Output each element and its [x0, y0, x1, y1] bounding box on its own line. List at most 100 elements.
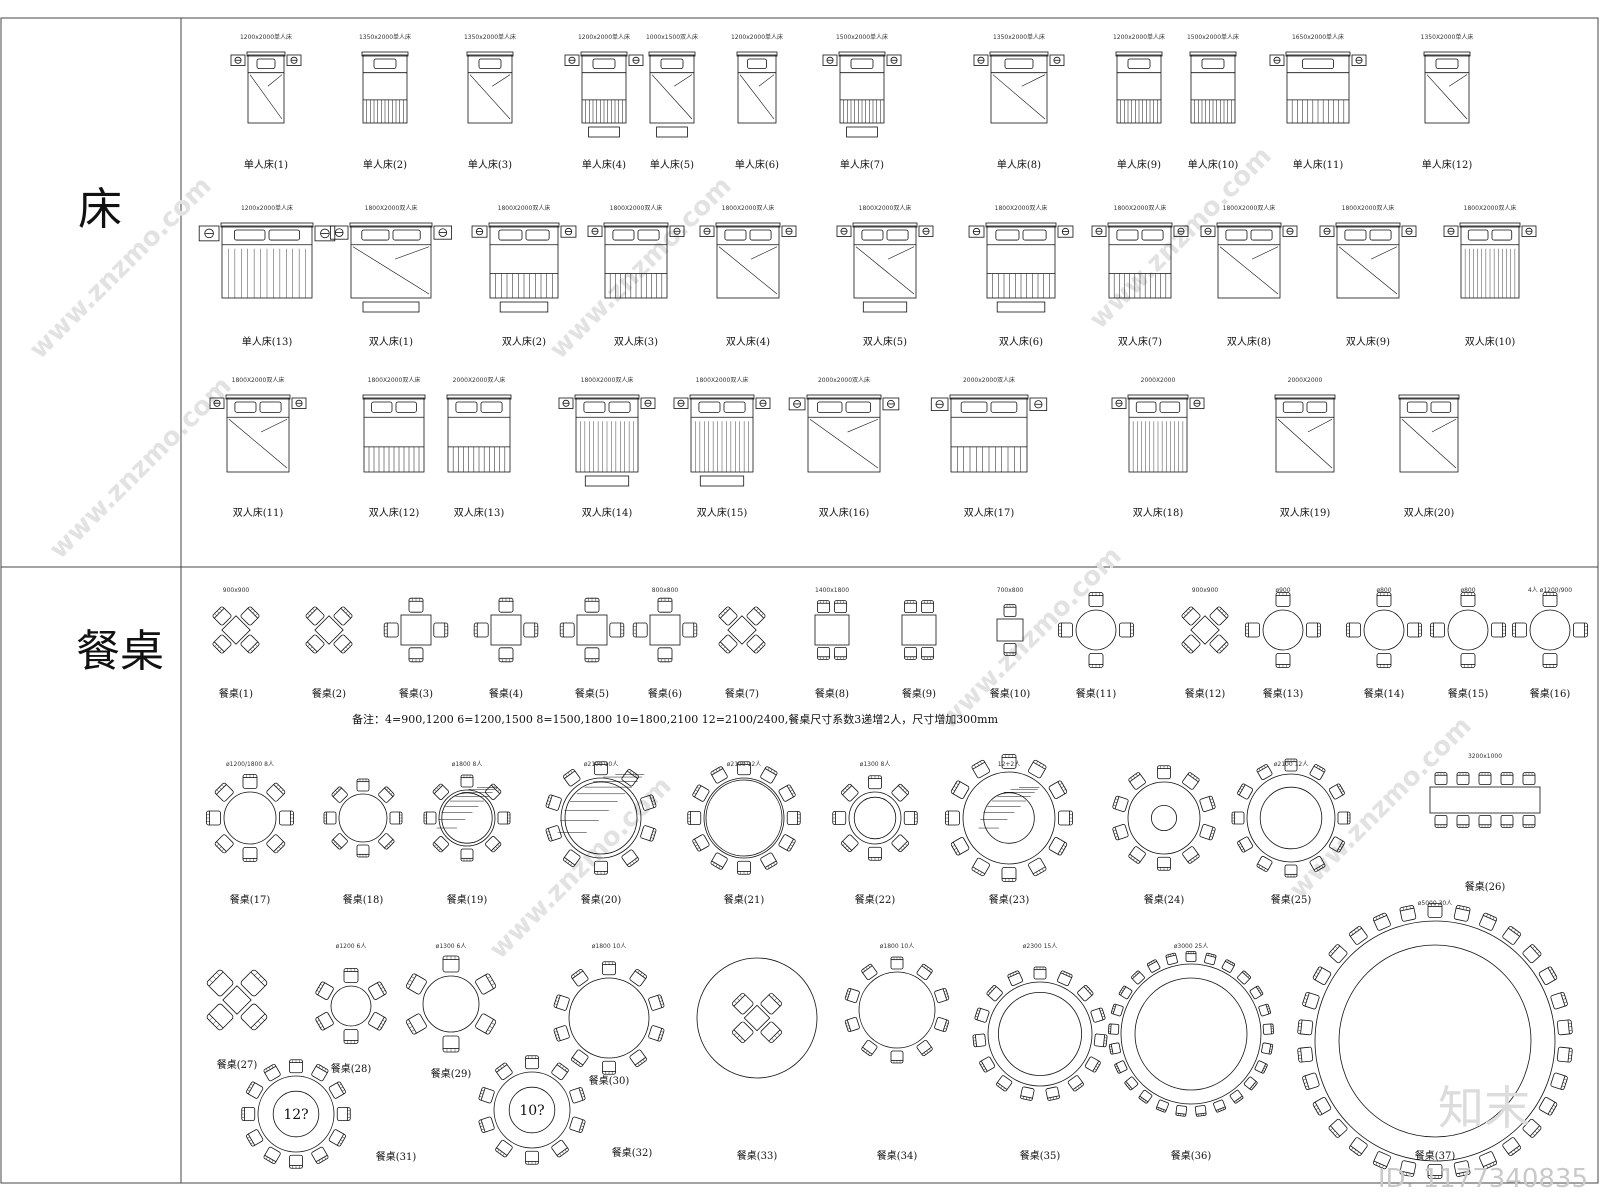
table-dimension: 800x800	[652, 587, 679, 594]
table-label: 餐桌(2)	[312, 687, 346, 700]
bed-dimension: 1800X2000双人床	[722, 204, 775, 212]
table-label: 餐桌(18)	[343, 893, 384, 906]
table-dimension: ø800	[1376, 587, 1391, 594]
table-label: 餐桌(29)	[431, 1067, 472, 1080]
bed-dimension: 1800X2000双人床	[995, 204, 1048, 212]
symbol-layer: 1200x2000单人床单人床(1)1350x2000单人床单人床(2)1350…	[198, 33, 1588, 1179]
bed-label: 双人床(20)	[1404, 506, 1455, 519]
table-dimension: 4人 ø1200/900	[1528, 587, 1572, 594]
table-label: 餐桌(5)	[575, 687, 609, 700]
bed-dimension: 1500x2000单人床	[1187, 33, 1239, 41]
bed-dimension: 1800X2000双人床	[1223, 204, 1276, 212]
dining-table-symbol: 10?餐桌(32)	[478, 1055, 652, 1165]
table-label: 餐桌(17)	[230, 893, 271, 906]
bed-label: 双人床(15)	[697, 506, 748, 519]
table-dimension: ø1200 6人	[336, 943, 367, 950]
image-id: ID: 1177340835	[1377, 1164, 1588, 1194]
table-seat-count: 12?	[283, 1107, 308, 1123]
table-dimension: 700x800	[997, 587, 1024, 594]
category-title-dining: 餐桌	[76, 626, 164, 677]
bed-label: 双人床(5)	[863, 335, 907, 348]
bed-label: 单人床(8)	[997, 158, 1041, 171]
bed-label: 双人床(18)	[1133, 506, 1184, 519]
bed-dimension: 2000x2000双人床	[818, 376, 870, 384]
bed-dimension: 1800X2000双人床	[1464, 204, 1517, 212]
bed-dimension: 1800X2000双人床	[610, 204, 663, 212]
dining-table-symbol: 餐桌(4)	[473, 597, 539, 700]
table-dimension: 1400x1800	[815, 587, 849, 594]
table-label: 餐桌(9)	[902, 687, 936, 700]
bed-label: 双人床(11)	[233, 506, 284, 519]
bed-dimension: 1800X2000双人床	[232, 376, 285, 384]
table-label: 餐桌(37)	[1415, 1149, 1456, 1162]
table-dimension: 900x900	[1192, 587, 1219, 594]
table-label: 餐桌(20)	[581, 893, 622, 906]
table-label: 餐桌(26)	[1465, 880, 1506, 893]
table-label: 餐桌(30)	[589, 1074, 630, 1087]
bed-label: 双人床(7)	[1118, 335, 1162, 348]
dining-table-symbol: 餐桌(2)	[305, 606, 353, 700]
table-dimension: 12+2人	[998, 761, 1020, 768]
bed-label: 单人床(6)	[735, 158, 779, 171]
dining-table-symbol: 餐桌(33)	[696, 957, 818, 1162]
dining-table-symbol: 餐桌(3)	[383, 597, 449, 700]
bed-dimension: 1200x2000单人床	[241, 204, 293, 212]
table-dimension: ø1300 6人	[436, 943, 467, 950]
table-label: 餐桌(16)	[1530, 687, 1571, 700]
bed-dimension: 1500x2000单人床	[836, 33, 888, 41]
bed-dimension: 2000x2000双人床	[963, 376, 1015, 384]
table-label: 餐桌(19)	[447, 893, 488, 906]
table-dimension: ø1800 10人	[880, 943, 914, 950]
bed-label: 双人床(1)	[369, 335, 413, 348]
bed-dimension: 1800X2000双人床	[859, 204, 912, 212]
bed-label: 单人床(12)	[1422, 158, 1473, 171]
table-seat-count: 10?	[519, 1103, 544, 1119]
bed-dimension: 1350x2000单人床	[993, 33, 1045, 41]
dining-table-symbol: 餐桌(11)	[1058, 592, 1134, 700]
bed-dimension: 1350x2000单人床	[359, 33, 411, 41]
bed-dimension: 1800X2000双人床	[498, 204, 551, 212]
bed-label: 单人床(7)	[840, 158, 884, 171]
bed-dimension: 1800X2000双人床	[1114, 204, 1167, 212]
bed-dimension: 1350X2000单人床	[1421, 33, 1474, 41]
table-label: 餐桌(28)	[331, 1062, 372, 1075]
bed-label: 双人床(3)	[614, 335, 658, 348]
table-label: 餐桌(7)	[725, 687, 759, 700]
table-label: 餐桌(24)	[1144, 893, 1185, 906]
table-dimension: ø900	[1275, 587, 1290, 594]
dining-table-symbol: 4人 ø1200/900 餐桌(16)	[1512, 587, 1588, 700]
bed-dimension: 1200x2000单人床	[731, 33, 783, 41]
